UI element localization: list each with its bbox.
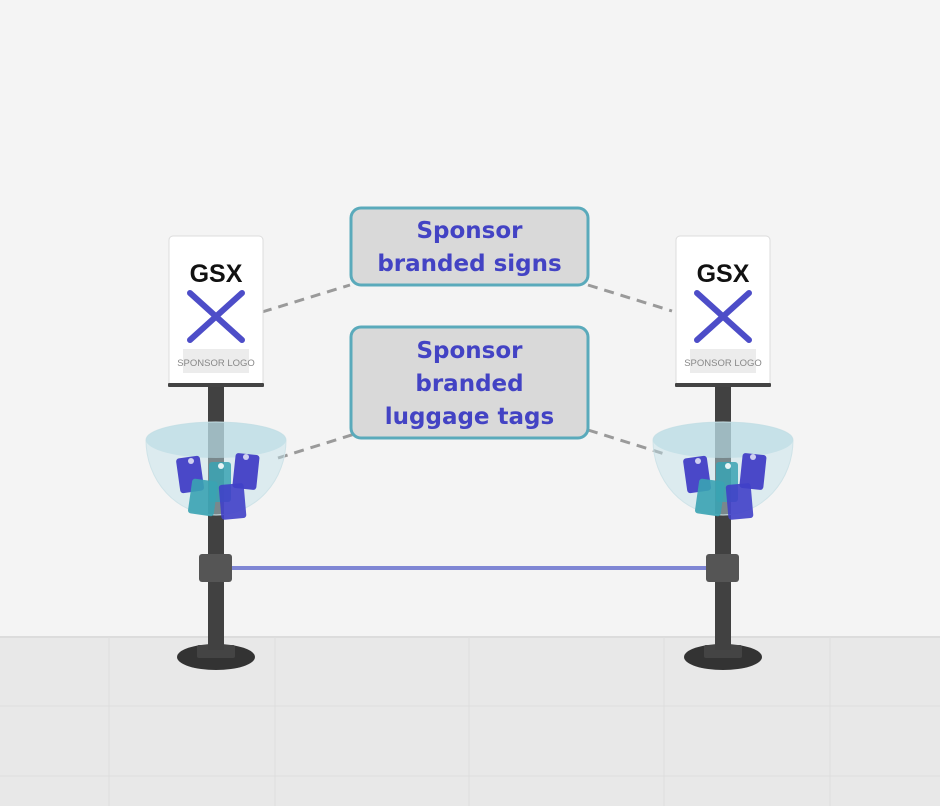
sign-brand: GSX (697, 260, 750, 288)
stanchion-left: GSX SPONSOR LOGO (145, 235, 287, 670)
luggage-tag-bowl (145, 421, 287, 520)
floor (0, 636, 940, 806)
rope-connector (199, 554, 232, 582)
luggage-tag-bowl (652, 421, 794, 520)
callout-signs: Sponsor branded signs (349, 206, 590, 287)
luggage-tags (176, 453, 260, 520)
logo-placeholder-x-icon (694, 290, 752, 343)
callout-line: luggage tags (385, 404, 554, 430)
callout-leaders (261, 283, 673, 460)
stanchion-right: GSX SPONSOR LOGO (652, 235, 794, 670)
callout-line: Sponsor (416, 338, 523, 364)
sponsor-sign-right: GSX SPONSOR LOGO (675, 235, 771, 387)
sponsor-logo-label: SPONSOR LOGO (684, 358, 762, 369)
callout-line: branded (415, 371, 523, 397)
sponsor-sign-left: GSX SPONSOR LOGO (168, 235, 264, 387)
sponsor-logo-label: SPONSOR LOGO (177, 358, 255, 369)
callout-line: Sponsor (416, 218, 523, 244)
callout-line: branded signs (377, 251, 561, 277)
callout-luggage-tags: Sponsor branded luggage tags (349, 325, 590, 440)
luggage-tags (683, 453, 767, 520)
logo-placeholder-x-icon (187, 290, 245, 343)
rope-connector (706, 554, 739, 582)
sign-brand: GSX (190, 260, 243, 288)
